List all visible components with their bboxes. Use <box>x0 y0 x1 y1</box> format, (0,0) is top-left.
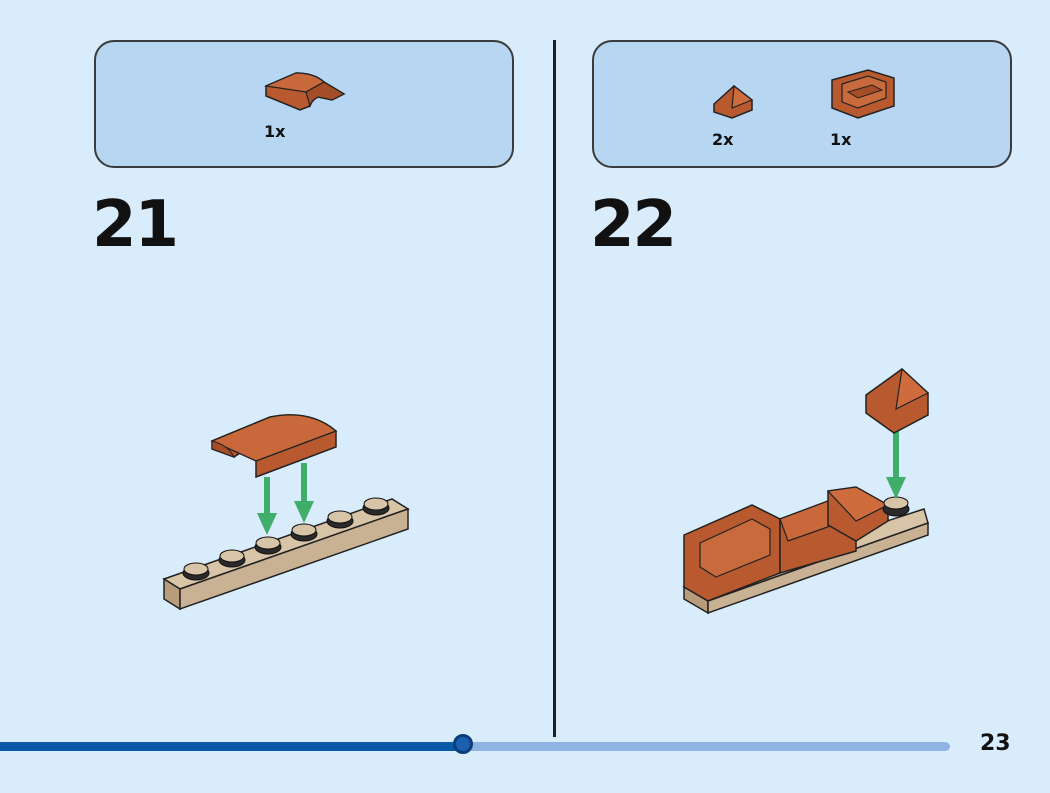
part-quantity: 2x <box>712 130 734 149</box>
step-21-build-illustration <box>162 414 410 611</box>
armchair-brick-icon <box>831 69 895 119</box>
step-number: 21 <box>92 188 179 262</box>
step-divider <box>553 40 556 737</box>
step-22-build-illustration <box>682 367 930 615</box>
page-number: 23 <box>980 731 1011 756</box>
progress-slider-handle[interactable] <box>453 734 473 754</box>
page-progress-bar[interactable] <box>0 734 950 754</box>
step-number: 22 <box>590 188 677 262</box>
part-quantity: 1x <box>264 122 286 141</box>
part-quantity: 1x <box>830 130 852 149</box>
parts-list-step-22: 2x 1x <box>592 40 1012 168</box>
curved-slope-brick-icon <box>263 72 346 111</box>
parts-list-step-21: 1x <box>94 40 514 168</box>
progress-fill <box>0 742 463 751</box>
slope-brick-icon <box>713 84 754 119</box>
